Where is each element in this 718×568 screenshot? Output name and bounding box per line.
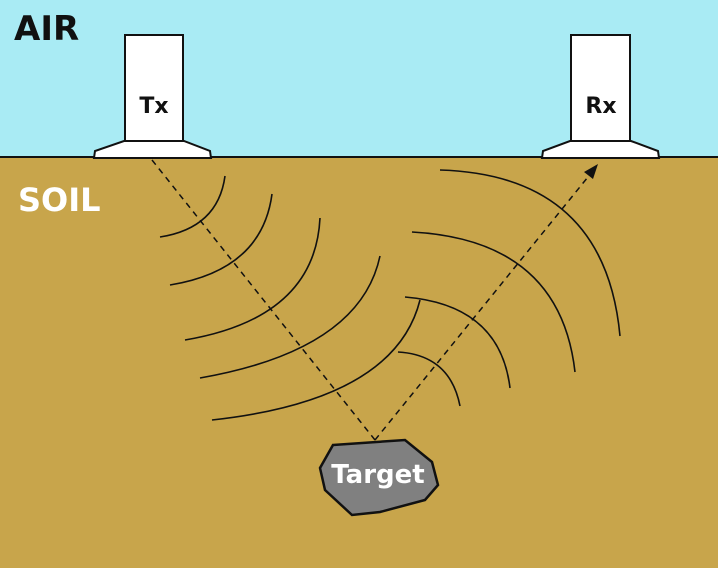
transmitted-wavefronts (159, 175, 421, 421)
transmitter-antenna: Tx (92, 34, 213, 159)
incident-ray (151, 159, 376, 441)
receiver-label: Rx (585, 94, 616, 119)
target-label: Target (331, 460, 424, 490)
reflected-ray (374, 171, 593, 441)
buried-target: Target (318, 438, 440, 517)
transmitter-label: Tx (139, 94, 168, 119)
reflected-wavefronts (397, 169, 621, 407)
receiver-antenna: Rx (540, 34, 661, 159)
arrowhead-icon (584, 164, 598, 179)
soil-label: SOIL (18, 181, 101, 219)
air-label: AIR (14, 9, 79, 49)
